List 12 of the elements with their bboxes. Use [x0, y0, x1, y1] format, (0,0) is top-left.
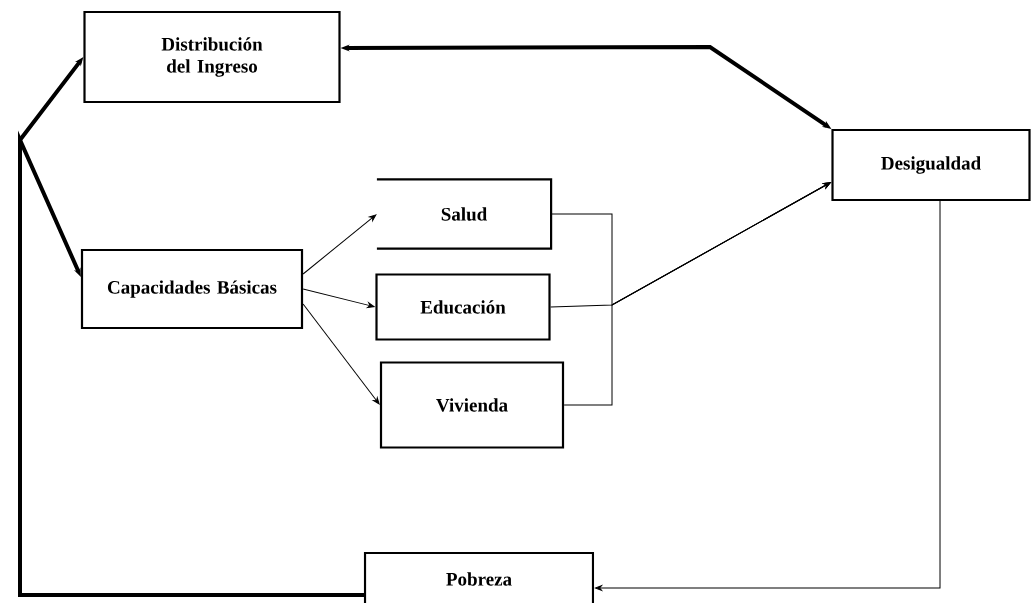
process-box: Salud — [376, 178, 553, 250]
process-box: Capacidades Básicas — [80, 248, 304, 330]
process-box: Educación — [375, 273, 551, 341]
process-box: Vivienda — [379, 361, 565, 449]
process-box: Pobreza — [363, 551, 595, 603]
arrow — [302, 288, 375, 308]
arrow — [595, 200, 941, 591]
arrow — [302, 214, 377, 275]
process-box: Distribución del Ingreso — [83, 10, 341, 104]
arrow — [563, 182, 831, 406]
arrow — [302, 303, 380, 405]
process-box: Desigualdad — [831, 128, 1031, 202]
